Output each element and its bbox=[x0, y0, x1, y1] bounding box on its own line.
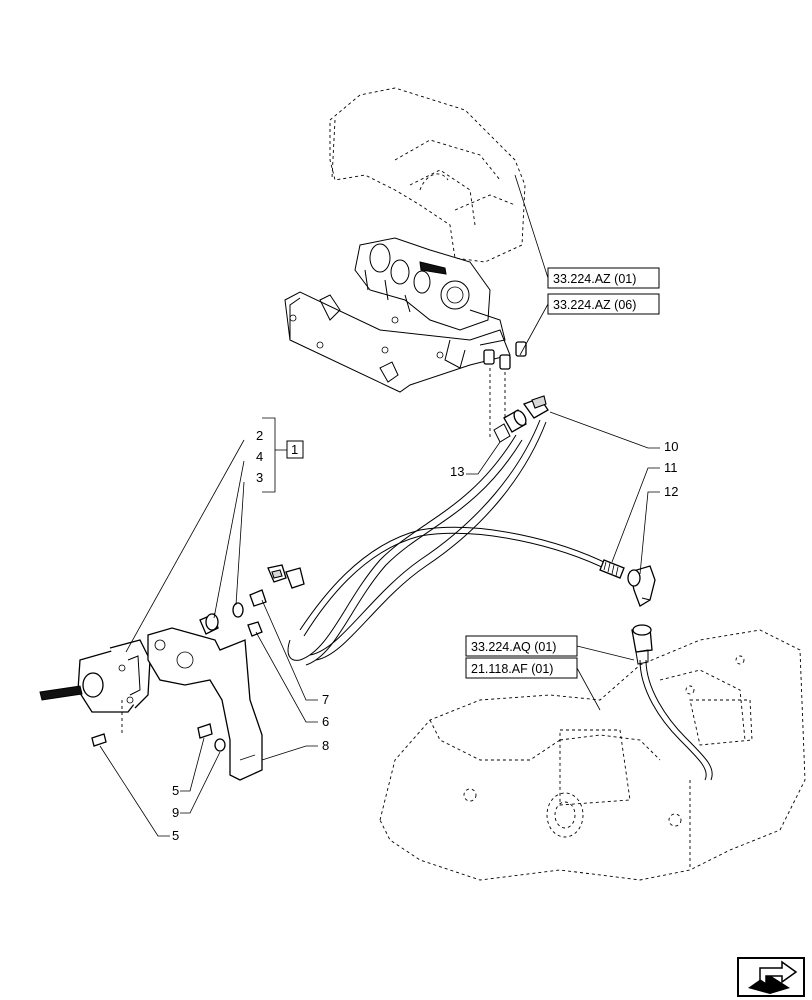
callout-7: 7 bbox=[322, 692, 329, 707]
fitting-10 bbox=[522, 395, 549, 419]
fitting-7 bbox=[249, 589, 267, 607]
callout-5-lower: 5 bbox=[172, 828, 179, 843]
fitting-coupler bbox=[631, 624, 653, 665]
callout-5-upper: 5 bbox=[172, 783, 179, 798]
kit-reference-1[interactable]: 1 bbox=[286, 440, 304, 459]
callout-4: 4 bbox=[256, 449, 263, 464]
callout-12: 12 bbox=[664, 484, 678, 499]
fitting-13 bbox=[493, 409, 527, 443]
reference-33-224-aq-01[interactable]: 33.224.AQ (01) bbox=[465, 635, 578, 657]
callout-8: 8 bbox=[322, 738, 329, 753]
elbow-fittings bbox=[267, 564, 305, 589]
reference-label: 33.224.AQ (01) bbox=[471, 640, 556, 654]
valve-block-assembly bbox=[284, 237, 527, 393]
fitting-2 bbox=[199, 613, 219, 635]
callout-9: 9 bbox=[172, 805, 179, 820]
nut-6 bbox=[247, 621, 263, 637]
mounting-bracket bbox=[147, 627, 263, 781]
callout-11: 11 bbox=[664, 460, 678, 475]
kit-label: 1 bbox=[291, 442, 298, 457]
reference-label: 33.224.AZ (01) bbox=[553, 272, 636, 286]
callout-13: 13 bbox=[450, 464, 464, 479]
console-housing bbox=[329, 87, 526, 263]
hydraulic-hoses bbox=[287, 419, 611, 666]
callout-10: 10 bbox=[664, 439, 678, 454]
o-ring-3 bbox=[232, 602, 244, 618]
bolt-5 bbox=[91, 723, 213, 747]
fitting-12 bbox=[627, 565, 656, 607]
reference-label: 33.224.AZ (06) bbox=[553, 298, 636, 312]
reference-33-224-az-01[interactable]: 33.224.AZ (01) bbox=[547, 267, 660, 289]
rear-axle-housing bbox=[379, 629, 806, 881]
callout-3: 3 bbox=[256, 470, 263, 485]
next-page-arrow-icon[interactable] bbox=[737, 957, 805, 997]
fitting-11 bbox=[599, 559, 625, 579]
reference-label: 21.118.AF (01) bbox=[471, 662, 553, 676]
reference-21-118-af-01[interactable]: 21.118.AF (01) bbox=[465, 657, 578, 679]
washer-9 bbox=[214, 738, 226, 752]
callout-6: 6 bbox=[322, 714, 329, 729]
control-valve bbox=[39, 639, 151, 713]
callout-2: 2 bbox=[256, 428, 263, 443]
reference-33-224-az-06[interactable]: 33.224.AZ (06) bbox=[547, 293, 660, 315]
